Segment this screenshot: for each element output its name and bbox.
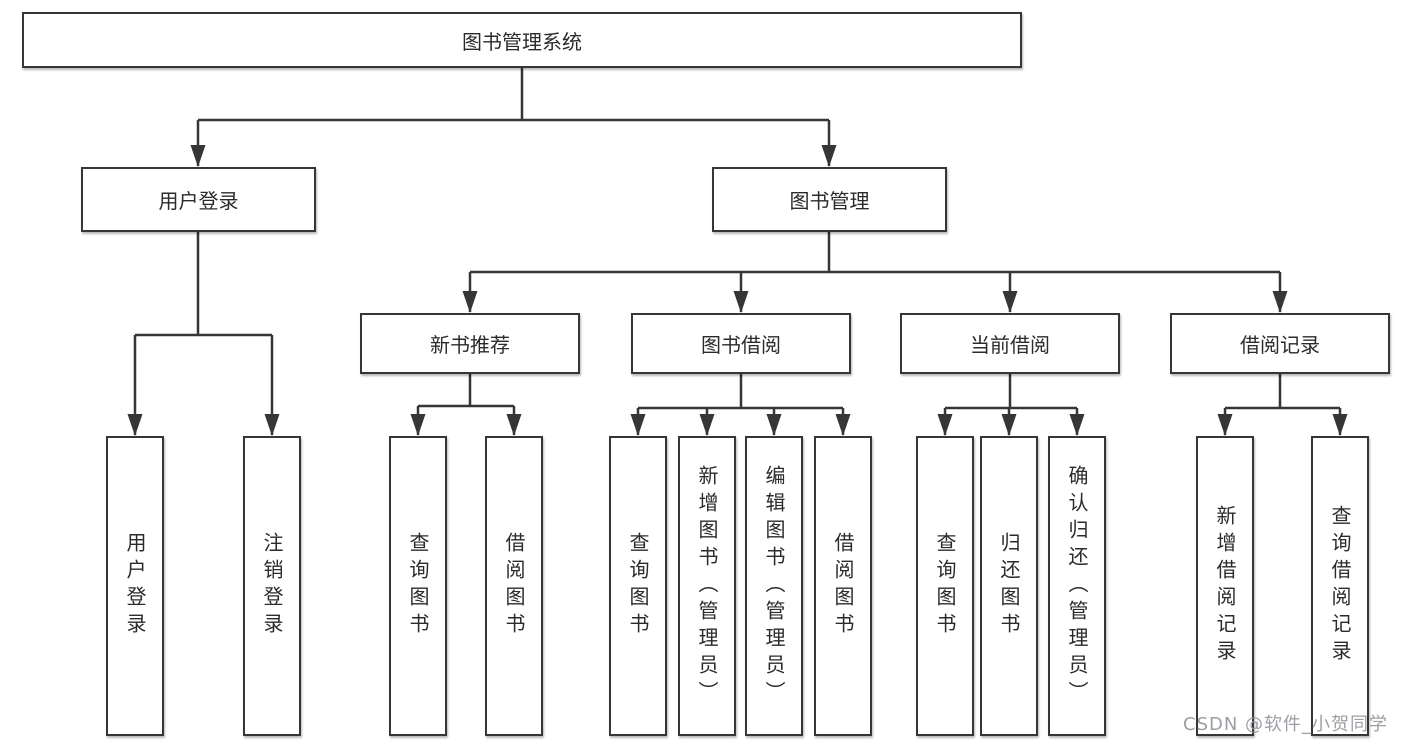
leaf-edit-book-admin: 编辑图书（管理员） <box>745 436 803 736</box>
leaf-confirm-return-admin-label: 确认归还（管理员） <box>1065 464 1089 708</box>
node-book-borrow: 图书借阅 <box>631 313 851 374</box>
leaf-add-book-admin: 新增图书（管理员） <box>678 436 736 736</box>
node-root-label: 图书管理系统 <box>462 29 582 54</box>
leaf-recommend-borrow-book: 借阅图书 <box>485 436 543 736</box>
leaf-user-login: 用户登录 <box>106 436 164 736</box>
node-borrow-records-label: 借阅记录 <box>1240 333 1320 357</box>
leaf-confirm-return-admin: 确认归还（管理员） <box>1048 436 1106 736</box>
leaf-logout: 注销登录 <box>243 436 301 736</box>
leaf-logout-label: 注销登录 <box>260 532 284 640</box>
node-book-management: 图书管理 <box>712 167 947 232</box>
connector-book-borrow-to-leaves <box>630 374 851 436</box>
leaf-borrow-book-label: 借阅图书 <box>831 532 855 640</box>
leaf-recommend-query-book: 查询图书 <box>389 436 447 736</box>
node-root: 图书管理系统 <box>22 12 1022 68</box>
leaf-current-query-book: 查询图书 <box>916 436 974 736</box>
node-new-book-recommend-label: 新书推荐 <box>430 333 510 357</box>
connector-new-book-recommend-to-leaves <box>410 374 522 436</box>
leaf-add-book-admin-label: 新增图书（管理员） <box>695 464 719 708</box>
leaf-edit-book-admin-label: 编辑图书（管理员） <box>762 464 786 708</box>
node-current-borrow: 当前借阅 <box>900 313 1120 374</box>
node-borrow-records: 借阅记录 <box>1170 313 1390 374</box>
connector-borrow-records-to-leaves <box>1217 374 1348 436</box>
leaf-recommend-borrow-book-label: 借阅图书 <box>502 532 526 640</box>
leaf-current-query-book-label: 查询图书 <box>933 532 957 640</box>
node-current-borrow-label: 当前借阅 <box>970 333 1050 357</box>
leaf-query-borrow-record: 查询借阅记录 <box>1311 436 1369 736</box>
connector-root-to-level2 <box>190 68 837 167</box>
leaf-borrow-query-book-label: 查询图书 <box>626 532 650 640</box>
node-book-borrow-label: 图书借阅 <box>701 333 781 357</box>
node-user-login-label: 用户登录 <box>158 189 239 213</box>
leaf-add-borrow-record: 新增借阅记录 <box>1196 436 1254 736</box>
node-book-management-label: 图书管理 <box>789 189 870 213</box>
leaf-user-login-label: 用户登录 <box>123 532 147 640</box>
leaf-borrow-book: 借阅图书 <box>814 436 872 736</box>
leaf-recommend-query-book-label: 查询图书 <box>406 532 430 640</box>
leaf-return-book-label: 归还图书 <box>997 532 1021 640</box>
node-user-login: 用户登录 <box>81 167 316 232</box>
connector-current-borrow-to-leaves <box>937 374 1085 436</box>
leaf-query-borrow-record-label: 查询借阅记录 <box>1328 505 1352 667</box>
node-new-book-recommend: 新书推荐 <box>360 313 580 374</box>
leaf-return-book: 归还图书 <box>980 436 1038 736</box>
csdn-watermark: CSDN @软件_小贺同学 <box>1183 714 1389 735</box>
connector-user-login-to-leaves <box>127 232 280 436</box>
leaf-add-borrow-record-label: 新增借阅记录 <box>1213 505 1237 667</box>
connector-book-management-to-level3 <box>462 232 1288 313</box>
leaf-borrow-query-book: 查询图书 <box>609 436 667 736</box>
